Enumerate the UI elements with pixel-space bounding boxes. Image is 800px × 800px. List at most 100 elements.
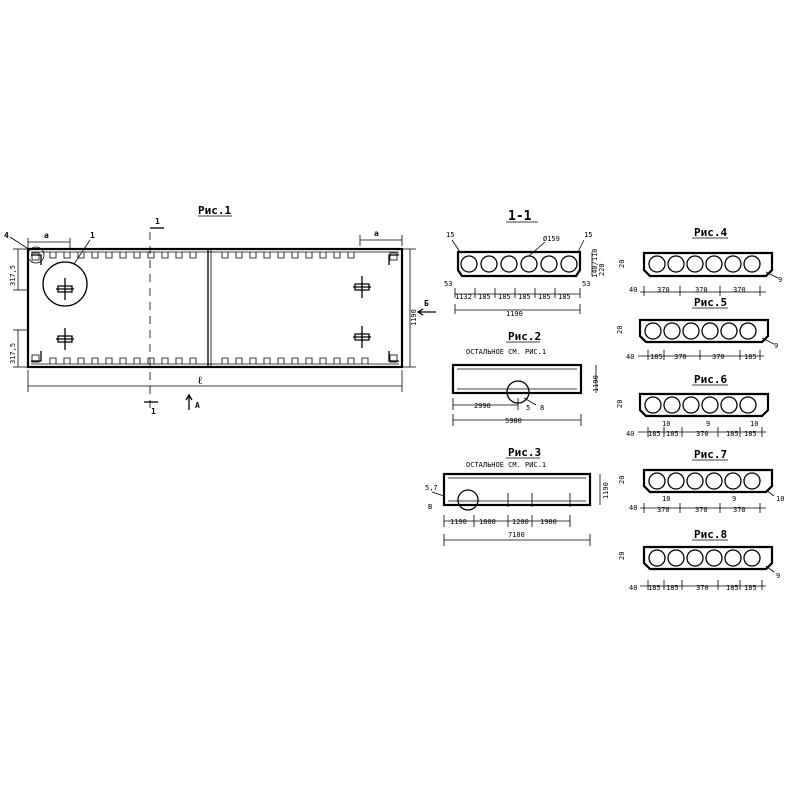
sec11-bottom-dim-5: 185 xyxy=(538,293,551,301)
figure-5: Рис.5 20 40 185 370 370 185 9 xyxy=(616,296,778,361)
fig1-section-mark-bottom: 1 xyxy=(151,407,156,416)
figure-2: Рис.2 ОСТАЛЬНОЕ СМ. РИС.1 5 8 1190 2990 … xyxy=(451,330,600,426)
fig4-leader-9: 9 xyxy=(778,276,782,284)
sec11-bottom-dim-1: 1132 xyxy=(455,293,472,301)
fig5-title: Рис.5 xyxy=(694,296,727,309)
sec11-outline xyxy=(456,250,582,278)
sec11-bottom-dim-3: 185 xyxy=(498,293,511,301)
sec11-bottom-dim-4: 185 xyxy=(518,293,531,301)
figure-8: Рис.8 20 9 40 185 185 370 185 185 xyxy=(618,528,780,592)
fig7-dim-3: 370 xyxy=(733,506,746,514)
sec11-dia: Ø159 xyxy=(543,235,560,243)
fig1-section-mark-top: 1 xyxy=(155,217,160,226)
slab-outline xyxy=(26,247,404,369)
fig7-dim-2: 370 xyxy=(695,506,708,514)
fig6-dim-2: 185 xyxy=(666,430,679,438)
fig2-d1190: 1190 xyxy=(592,375,600,392)
fig6-l10b: 10 xyxy=(750,420,758,428)
lifting-loops xyxy=(56,276,371,350)
fig1-dim-317-top: 317,5 xyxy=(9,265,17,286)
sec11-bottom-dim-6: 185 xyxy=(558,293,571,301)
fig6-dim-4: 185 xyxy=(726,430,739,438)
view-arrow-A xyxy=(185,393,193,410)
fig1-view-B: Б xyxy=(424,299,429,308)
fig5-d40: 40 xyxy=(626,353,634,361)
fig2-title: Рис.2 xyxy=(508,330,541,343)
fig3-detail-circle xyxy=(457,489,479,511)
figure-4: Рис.4 20 40 370 370 370 9 xyxy=(618,226,782,296)
detail-circle-corner xyxy=(27,246,45,264)
key-notches-top xyxy=(49,252,355,259)
fig6-l9: 9 xyxy=(706,420,710,428)
fig5-outline xyxy=(638,318,770,344)
fig5-dim-3: 370 xyxy=(712,353,725,361)
key-notches-bottom xyxy=(49,357,369,364)
sec11-d15-right: 15 xyxy=(584,231,592,239)
sec11-d53-left: 53 xyxy=(444,280,452,288)
fig3-dim-4: 1900 xyxy=(540,518,557,526)
fig4-d20: 20 xyxy=(618,260,626,268)
fig4-dim-3: 370 xyxy=(733,286,746,294)
fig2-note: ОСТАЛЬНОЕ СМ. РИС.1 xyxy=(466,348,546,356)
sec11-d220: 220 xyxy=(598,263,606,276)
fig8-outline xyxy=(642,545,774,571)
figure-6: Рис.6 20 10 9 10 40 185 185 370 185 185 xyxy=(616,373,770,438)
fig7-d40: 40 xyxy=(629,504,637,512)
fig7-outline xyxy=(642,468,774,494)
fig4-title: Рис.4 xyxy=(694,226,727,239)
sec11-d140: 140/110 xyxy=(591,248,599,278)
fig4-outline xyxy=(642,251,774,278)
fig6-dim-1: 185 xyxy=(648,430,661,438)
fig6-dim-5: 185 xyxy=(744,430,757,438)
fig2-d5980: 5980 xyxy=(505,417,522,425)
fig8-dim-3: 370 xyxy=(696,584,709,592)
fig3-note: ОСТАЛЬНОЕ СМ. РИС.1 xyxy=(466,461,546,469)
fig6-l10a: 10 xyxy=(662,420,670,428)
fig7-l9: 9 xyxy=(732,495,736,503)
section-1-1: 1-1 Ø159 15 15 220 140/110 53 53 1132 18… xyxy=(444,209,606,318)
figure-3: Рис.3 ОСТАЛЬНОЕ СМ. РИС.1 5,7 В 1190 119… xyxy=(425,446,610,546)
fig2-leader-5: 5 xyxy=(526,404,530,412)
fig7-title: Рис.7 xyxy=(694,448,727,461)
fig5-dim-2: 370 xyxy=(674,353,687,361)
fig1-dim-a-left: a xyxy=(44,231,49,240)
sec11-title: 1-1 xyxy=(508,209,532,224)
fig5-leader-9: 9 xyxy=(774,342,778,350)
fig3-title: Рис.3 xyxy=(508,446,541,459)
fig1-dim-length: ℓ xyxy=(198,374,203,387)
fig6-outline xyxy=(638,392,770,418)
fig8-leader-9: 9 xyxy=(776,572,780,580)
fig7-l10b: 10 xyxy=(776,495,784,503)
fig5-dim-4: 185 xyxy=(744,353,757,361)
fig3-d1190: 1190 xyxy=(602,482,610,499)
fig1-dim-a-right: a xyxy=(374,229,379,238)
figure-7: Рис.7 20 10 9 10 40 370 370 370 xyxy=(618,448,784,514)
fig1-leader-4: 4 xyxy=(4,231,9,240)
sec11-bottom-dim-2: 185 xyxy=(478,293,491,301)
sec11-d53-right: 53 xyxy=(582,280,590,288)
fig1-dim-1190: 1190 xyxy=(410,309,418,326)
fig7-d20: 20 xyxy=(618,476,626,484)
view-arrow-B xyxy=(416,308,436,316)
fig3-dim-2: 1800 xyxy=(479,518,496,526)
fig8-dim-5: 185 xyxy=(744,584,757,592)
fig8-d40: 40 xyxy=(629,584,637,592)
fig6-title: Рис.6 xyxy=(694,373,727,386)
fig3-slab xyxy=(442,472,592,507)
fig6-dim-3: 370 xyxy=(696,430,709,438)
fig1-view-A: A xyxy=(195,401,200,410)
sec11-d15-left: 15 xyxy=(446,231,454,239)
fig4-dim-1: 370 xyxy=(657,286,670,294)
fig2-d2990: 2990 xyxy=(474,402,491,410)
fig3-d57: 5,7 xyxy=(425,484,438,492)
detail-circle-loop xyxy=(42,261,88,307)
corner-plates xyxy=(31,252,399,363)
sec11-voids xyxy=(460,255,578,273)
fig5-d20: 20 xyxy=(616,326,624,334)
fig8-title: Рис.8 xyxy=(694,528,727,541)
figure-1-plan: Рис.1 xyxy=(4,204,436,416)
fig8-d20: 20 xyxy=(618,552,626,560)
fig1-dim-317-bottom: 317,5 xyxy=(9,343,17,364)
sec11-total: 1190 xyxy=(506,310,523,318)
